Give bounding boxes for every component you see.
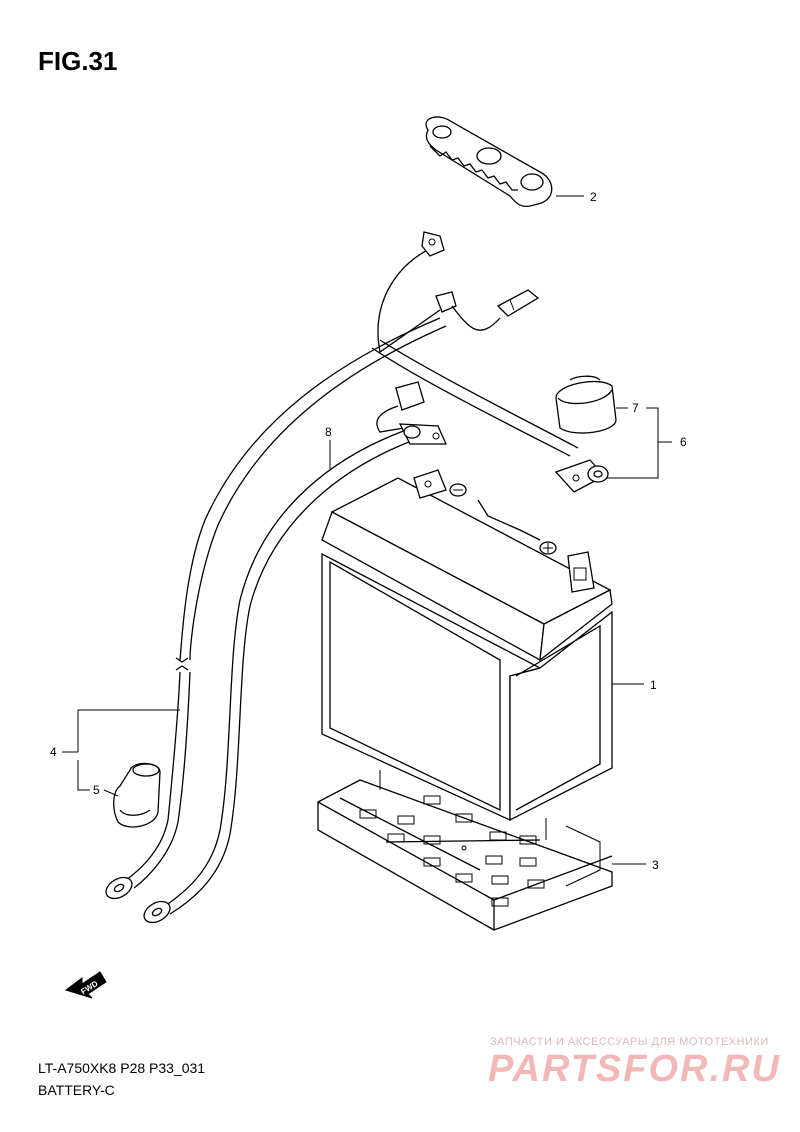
callout-8: 8: [325, 425, 332, 439]
callout-2: 2: [590, 190, 597, 204]
callout-6: 6: [680, 435, 687, 449]
callout-4: 4: [50, 745, 57, 759]
callout-1: 1: [650, 678, 657, 692]
callout-3: 3: [652, 858, 659, 872]
terminal-cap-drawing: [555, 375, 617, 434]
callout-5: 5: [93, 783, 100, 797]
terminal-cover-drawing: [425, 116, 553, 208]
figure-title: FIG.31: [38, 46, 118, 76]
callout-7: 7: [632, 401, 639, 415]
battery-cable-drawing: [143, 381, 448, 924]
model-code: LT-A750XK8 P28 P33_031: [38, 1060, 206, 1076]
forward-direction-arrow: FWD: [64, 971, 107, 999]
watermark-brand: PARTSFOR.RU: [488, 1048, 781, 1090]
watermark-tagline: ЗАПЧАСТИ И АКСЕССУАРЫ ДЛЯ МОТОТЕХНИКИ: [490, 1036, 769, 1048]
battery-tray-drawing: [317, 770, 613, 931]
negative-cable-drawing: [371, 339, 609, 493]
leader-lines: [62, 195, 672, 865]
battery-drawing: [321, 469, 613, 822]
callout-labels: 1 2 3 4 5 6 7 8: [50, 190, 687, 872]
lead-wire-drawing: [105, 231, 540, 900]
section-name: BATTERY-C: [38, 1082, 115, 1098]
rubber-boot-drawing: [113, 762, 161, 828]
